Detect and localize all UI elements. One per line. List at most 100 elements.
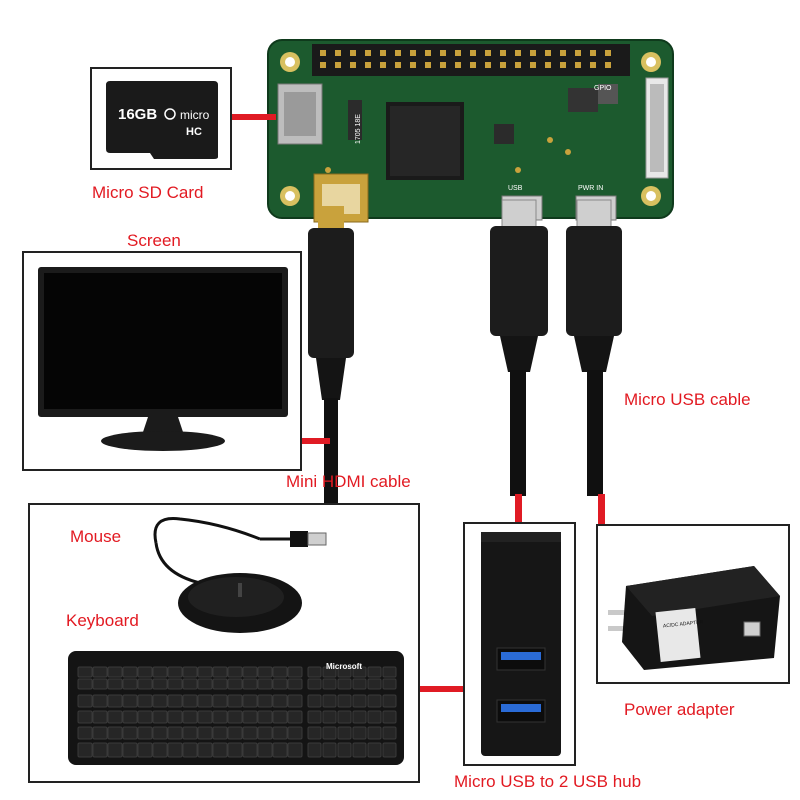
keyboard-key (212, 694, 228, 708)
keyboard-key (337, 726, 352, 740)
keyboard-key (92, 726, 108, 740)
keyboard-brand: Microsoft (326, 662, 362, 671)
hdmi-connector (300, 438, 330, 444)
gpio-pin (545, 50, 551, 56)
hub-connector-vertical (515, 494, 522, 522)
sd-card-label: Micro SD Card (92, 183, 204, 202)
keyboard-key (197, 726, 213, 740)
power-adapter-box: AC/DC ADAPTER (596, 524, 790, 684)
gpio-pin (395, 62, 401, 68)
keyboard-key (152, 694, 168, 708)
gpio-pin (605, 50, 611, 56)
gpio-pin (500, 62, 506, 68)
gpio-pin (470, 62, 476, 68)
gpio-pin (500, 50, 506, 56)
usb-port-label: USB (508, 185, 523, 192)
gpio-pin (335, 62, 341, 68)
keyboard-key (212, 726, 228, 740)
keyboard-key (197, 694, 213, 708)
keyboard-key (107, 666, 123, 678)
gpio-pin (575, 62, 581, 68)
keyboard-key (257, 742, 273, 758)
keyboard-key (182, 726, 198, 740)
keyboard-key (167, 710, 183, 724)
keyboard-key (322, 726, 337, 740)
keyboard-key (107, 678, 123, 690)
keyboard-key (77, 742, 93, 758)
keyboard-key (337, 694, 352, 708)
keyboard-key (242, 710, 258, 724)
keyboard-key (197, 666, 213, 678)
keyboard-key (152, 710, 168, 724)
keyboard-key (122, 678, 138, 690)
gpio-label: GPIO (594, 85, 612, 92)
gpio-pin (320, 50, 326, 56)
keyboard-label: Keyboard (66, 611, 139, 630)
keyboard-key (257, 678, 273, 690)
gpio-pin (575, 50, 581, 56)
gpio-pin (590, 62, 596, 68)
keyboard-key (382, 742, 397, 758)
gpio-pin (455, 62, 461, 68)
keyboard-key (272, 678, 288, 690)
keyboard-key (352, 666, 367, 678)
keyboard-key (107, 694, 123, 708)
keyboard-key (287, 710, 303, 724)
power-connector-vertical (598, 494, 605, 524)
keyboard-key (227, 742, 243, 758)
keyboard-key (152, 678, 168, 690)
keyboard-key (352, 678, 367, 690)
keyboard-key (182, 710, 198, 724)
keyboard-key (287, 678, 303, 690)
keyboard-key (77, 694, 93, 708)
gpio-pin (530, 50, 536, 56)
gpio-pin (320, 62, 326, 68)
keyboard-key (137, 666, 153, 678)
keyboard-key (382, 678, 397, 690)
keyboard-key (307, 678, 322, 690)
keyboard-key (197, 742, 213, 758)
keyboard-key (197, 678, 213, 690)
keyboard-key (122, 694, 138, 708)
mouse-label: Mouse (70, 527, 122, 546)
pwr-port-label: PWR IN (578, 185, 603, 192)
keyboard-key (137, 726, 153, 740)
keyboard-key (197, 710, 213, 724)
keyboard-key (167, 694, 183, 708)
keyboard-key (307, 710, 322, 724)
keyboard-key (272, 726, 288, 740)
keyboard-key (272, 742, 288, 758)
gpio-pin (560, 50, 566, 56)
keyboard-key (137, 710, 153, 724)
gpio-pin (425, 62, 431, 68)
monitor (38, 267, 288, 451)
usb-cable-label: Micro USB cable (624, 390, 751, 409)
keyboard-key (352, 742, 367, 758)
keyboard-key (287, 666, 303, 678)
gpio-pin (410, 50, 416, 56)
keyboard-key (212, 742, 228, 758)
sd-brand-micro: micro (180, 108, 210, 122)
keyboard-key (257, 694, 273, 708)
gpio-pin (440, 50, 446, 56)
keyboard-key (107, 710, 123, 724)
keyboard-key (367, 678, 382, 690)
keyboard-key (92, 710, 108, 724)
keyboard-key (227, 694, 243, 708)
gpio-pin (410, 62, 416, 68)
sd-connector (232, 114, 276, 120)
keyboard-key (242, 742, 258, 758)
gpio-pin (560, 62, 566, 68)
keyboard-key (367, 710, 382, 724)
keyboard-key (242, 694, 258, 708)
gpio-pin (515, 62, 521, 68)
sd-card: 16GB micro HC (106, 81, 218, 159)
gpio-pin (395, 50, 401, 56)
gpio-pin (380, 62, 386, 68)
keyboard-key (227, 678, 243, 690)
screen-box (22, 251, 302, 471)
keyboard-key (182, 742, 198, 758)
keyboard-key (367, 694, 382, 708)
keyboard-key (352, 710, 367, 724)
